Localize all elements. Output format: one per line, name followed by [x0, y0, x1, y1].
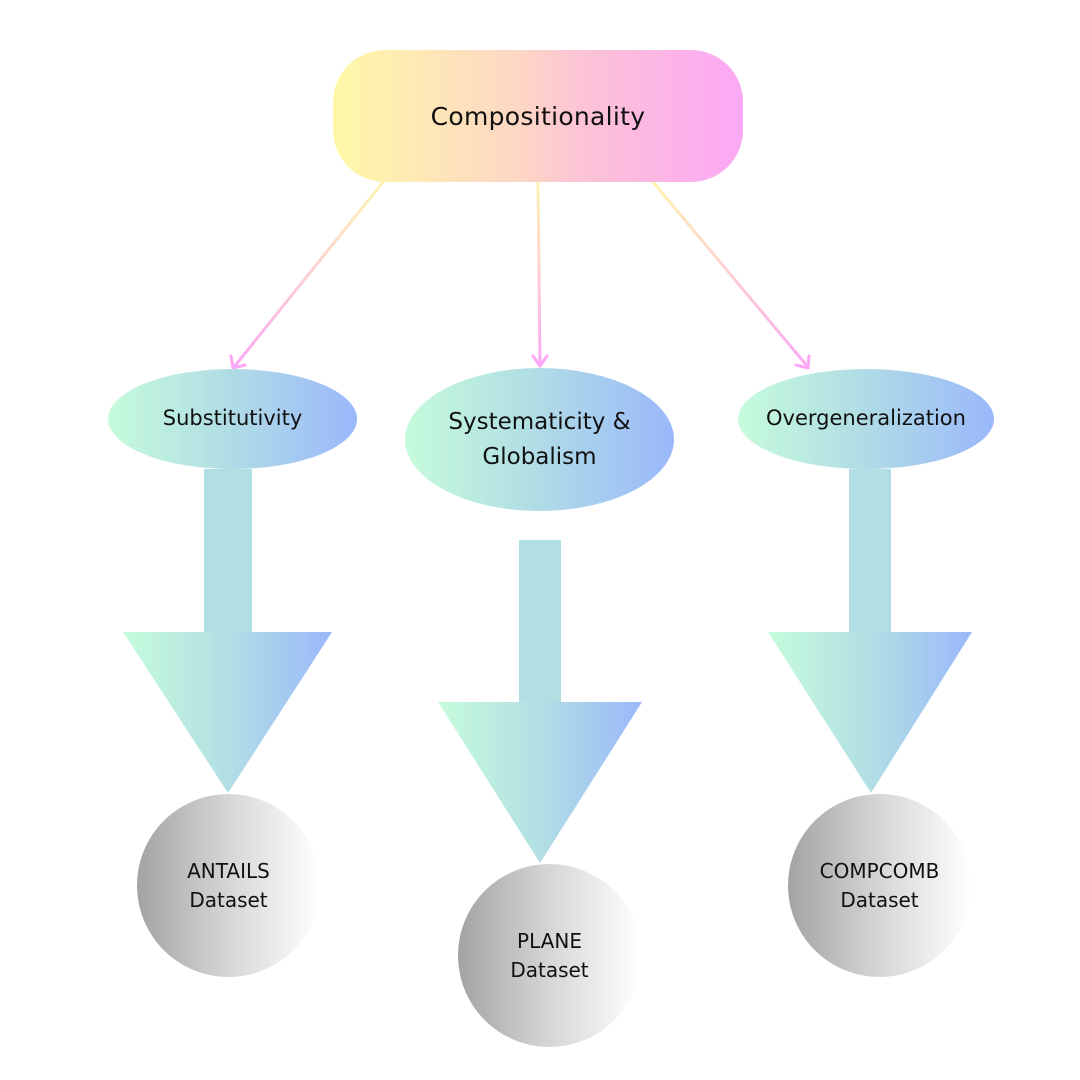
- concept-node-systematicity-globalism: Systematicity & Globalism: [405, 368, 674, 511]
- dataset-node-plane: PLANE Dataset: [458, 864, 641, 1047]
- dataset-node-compcomb: COMPCOMB Dataset: [788, 794, 971, 977]
- connector-root-to-overgeneralization: [651, 180, 811, 370]
- dataset-name: ANTAILS: [187, 858, 270, 883]
- arrowhead-icon: [794, 354, 811, 370]
- dataset-name: COMPCOMB: [819, 858, 940, 883]
- concept-label: Substitutivity: [162, 406, 303, 431]
- dataset-suffix: Dataset: [510, 957, 589, 982]
- block-arrow-systematicity-to-plane: [438, 540, 642, 863]
- concept-label-line-2: Globalism: [482, 443, 597, 470]
- dataset-name: PLANE: [517, 928, 582, 953]
- concept-node-substitutivity: Substitutivity: [108, 369, 357, 469]
- root-label: Compositionality: [430, 101, 646, 131]
- block-arrow-substitutivity-to-antails: [123, 469, 332, 793]
- dataset-suffix: Dataset: [189, 887, 268, 912]
- connector-root-to-substitutivity: [229, 180, 385, 370]
- connector-root-to-systematicity: [531, 180, 549, 368]
- dataset-node-antails: ANTAILS Dataset: [137, 794, 320, 977]
- arrowhead-icon: [229, 354, 247, 370]
- dataset-suffix: Dataset: [840, 887, 919, 912]
- concept-label: Overgeneralization: [766, 406, 966, 431]
- concept-label-line-1: Systematicity &: [448, 409, 631, 435]
- root-node-compositionality: Compositionality: [333, 50, 743, 182]
- block-arrow-overgeneralization-to-compcomb: [768, 469, 972, 793]
- concept-node-overgeneralization: Overgeneralization: [738, 369, 994, 469]
- arrowhead-icon: [531, 354, 549, 368]
